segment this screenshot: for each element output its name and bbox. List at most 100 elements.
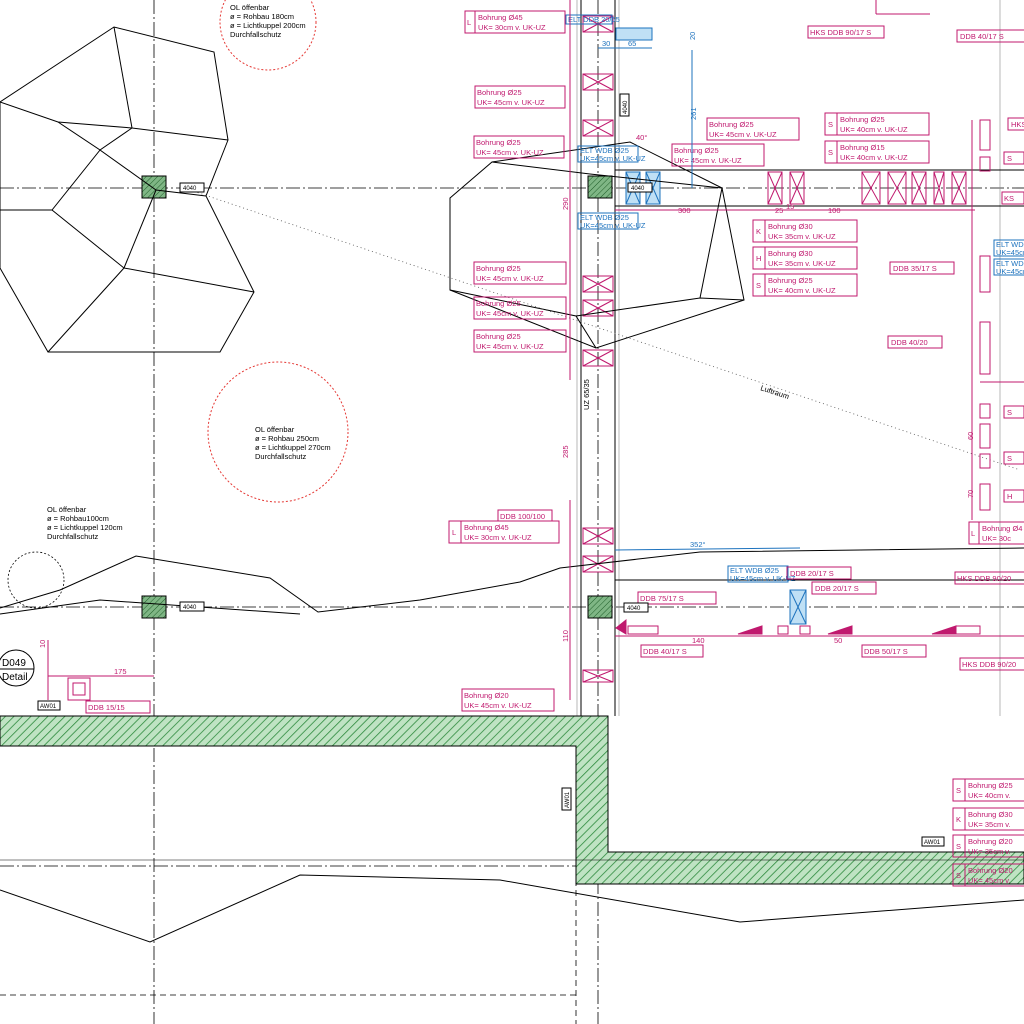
code-s: S xyxy=(1007,154,1012,163)
tag-line2: UK=45cm v. UK-UZ xyxy=(730,574,796,583)
blue-tag-b4[interactable]: ELT WDB Ø25 UK=45cm v. UK-UZ xyxy=(993,239,1024,257)
dim-15: 15 xyxy=(786,202,794,211)
ddb-label-4: DDB 35/17 S xyxy=(893,264,937,273)
tag-line2: UK= 35cm v. xyxy=(968,847,1011,856)
tag-t2[interactable]: Bohrung Ø25 UK= 45cm v. UK-UZ xyxy=(474,85,566,109)
marker-5: AW01 xyxy=(40,704,57,710)
tag-line2: UK= 45cm v. UK-UZ xyxy=(476,274,544,283)
ddb-label-7: DDB 20/17 S xyxy=(790,569,834,578)
dim-30: 30 xyxy=(602,39,610,48)
marker-1: 4040 xyxy=(183,186,197,192)
marker-7: AW01 xyxy=(565,791,571,808)
tag-t16[interactable]: L Bohrung Ø4 UK= 30c xyxy=(968,521,1024,545)
tag-code: L xyxy=(467,18,471,27)
ddb-label-13: HKS DDB 90/20 xyxy=(962,660,1016,669)
tag-t5[interactable]: Bohrung Ø25 UK= 45cm v. UK-UZ xyxy=(671,143,765,167)
tag-t9[interactable]: S Bohrung Ø25 UK= 40cm v. UK-UZ xyxy=(824,112,930,136)
dim-100: 100 xyxy=(828,206,841,215)
tag-line1: ELT WDB xyxy=(996,259,1024,268)
tag-code: S xyxy=(956,842,961,851)
tag-line2: UK= 40cm v. UK-UZ xyxy=(768,286,836,295)
ddb-label-6: DDB 100/100 xyxy=(500,512,545,521)
detail-marker[interactable]: D049 Detail xyxy=(0,649,35,687)
ddb-label-2: HKS DDB 90/17 S xyxy=(810,28,871,37)
note-mid-l2: ø = Rohbau 250cm xyxy=(255,434,319,443)
tag-t4[interactable]: Bohrung Ø25 UK= 45cm v. UK-UZ xyxy=(706,117,800,141)
note-left: OL öffenbar ø = Rohbau100cm ø = Lichtkup… xyxy=(47,505,123,541)
note-left-l2: ø = Rohbau100cm xyxy=(47,514,109,523)
note-top: OL öffenbar ø = Rohbau 180cm ø = Lichtku… xyxy=(230,3,306,39)
ddb-label-15: UZ 65/35 xyxy=(582,379,591,410)
dimension-texts: 30 65 20 261 40° 300 352° 25 15 100 50 1… xyxy=(38,32,975,676)
tag-line2: UK= 35cm v. UK-UZ xyxy=(768,259,836,268)
tag-t13[interactable]: S Bohrung Ø25 UK= 40cm v. UK-UZ xyxy=(752,273,858,297)
tag-t7[interactable]: Bohrung Ø25 UK= 45cm v. UK-UZ xyxy=(473,296,567,320)
blue-tag-b2[interactable]: ELT WDB Ø25 UK=45cm v. UK-UZ xyxy=(577,212,646,230)
tag-t17[interactable]: S Bohrung Ø25 UK= 40cm v. xyxy=(952,778,1024,802)
dim-40: 40° xyxy=(636,133,647,142)
marker-8: 4040 xyxy=(623,100,629,114)
ddb-label-3: DDB 40/17 S xyxy=(960,32,1004,41)
tag-line2: UK= 45cm v. UK-UZ xyxy=(476,148,544,157)
tag-t11[interactable]: K Bohrung Ø30 UK= 35cm v. UK-UZ xyxy=(752,219,858,243)
tag-line2: UK= 45cm v. UK-UZ xyxy=(674,156,742,165)
tag-line1: Bohrung Ø25 xyxy=(476,299,521,308)
tag-line1: Bohrung Ø15 xyxy=(840,143,885,152)
detail-label: Detail xyxy=(2,672,28,683)
dimension-lines xyxy=(48,0,1024,700)
tag-line2: UK= 40cm v. xyxy=(968,791,1011,800)
ddb-label-8: DDB 20/17 S xyxy=(815,584,859,593)
note-mid-l4: Durchfallschutz xyxy=(255,452,307,461)
tag-line1: Bohrung Ø25 xyxy=(476,264,521,273)
blue-tag-b3[interactable]: ELT WDB Ø25 UK=45cm v. UK-UZ xyxy=(727,565,796,583)
tag-line1: Bohrung Ø30 xyxy=(968,810,1013,819)
tag-line2: UK=45cm v. UK-UZ xyxy=(580,221,646,230)
tag-t19[interactable]: S Bohrung Ø20 UK= 35cm v. xyxy=(952,834,1024,858)
tag-code: S xyxy=(756,281,761,290)
hatched-walls xyxy=(0,175,1024,885)
note-top-l4: Durchfallschutz xyxy=(230,30,282,39)
marker-boxes: 4040 4040 4040 4040 AW01 AW01 AW01 4040 … xyxy=(37,93,1024,847)
dim-20: 20 xyxy=(688,32,697,40)
shaft-symbol xyxy=(67,677,91,701)
ddb-label-10: DDB 40/17 S xyxy=(643,647,687,656)
tag-t14[interactable]: L Bohrung Ø45 UK= 30cm v. UK-UZ xyxy=(448,520,560,544)
tag-line1: Bohrung Ø20 xyxy=(968,866,1013,875)
tag-line2: UK= 45cm v. UK-UZ xyxy=(476,342,544,351)
marker-6: AW01 xyxy=(924,840,941,846)
note-left-l3: ø = Lichtkuppel 120cm xyxy=(47,523,123,532)
tag-t20[interactable]: S Bohrung Ø20 UK= 45cm v. xyxy=(952,863,1024,887)
tag-line2: UK= 30cm v. UK-UZ xyxy=(464,533,532,542)
floor-drain-symbols xyxy=(615,618,981,635)
note-mid-l3: ø = Lichtkuppel 270cm xyxy=(255,443,331,452)
dim-10: 10 xyxy=(38,640,47,648)
dim-25: 25 xyxy=(775,206,783,215)
dim-300: 300 xyxy=(678,206,691,215)
tag-line1: Bohrung Ø25 xyxy=(476,332,521,341)
tag-code: S xyxy=(956,871,961,880)
blue-tag-b5[interactable]: ELT WDB UK=45cm xyxy=(993,258,1024,276)
tag-t6[interactable]: Bohrung Ø25 UK= 45cm v. UK-UZ xyxy=(473,261,567,285)
tag-line1: Bohrung Ø25 xyxy=(968,781,1013,790)
tag-code: L xyxy=(971,529,975,538)
tag-code: L xyxy=(452,528,456,537)
dim-352: 352° xyxy=(690,540,706,549)
code-h: H xyxy=(1007,492,1012,501)
tag-t12[interactable]: H Bohrung Ø30 UK= 35cm v. UK-UZ xyxy=(752,246,858,270)
tag-t18[interactable]: K Bohrung Ø30 UK= 35cm v. xyxy=(952,807,1024,831)
code-s2: S xyxy=(1007,408,1012,417)
luftraum-line xyxy=(189,189,1021,471)
tag-t1[interactable]: L Bohrung Ø45 UK= 30cm v. UK-UZ xyxy=(464,10,566,34)
tag-line2: UK= 45cm v. UK-UZ xyxy=(709,130,777,139)
note-top-l1: OL öffenbar xyxy=(230,3,270,12)
tag-t15[interactable]: Bohrung Ø20 UK= 45cm v. UK-UZ xyxy=(461,688,555,712)
tag-line1: ELT WDB Ø25 xyxy=(580,213,629,222)
tag-t8[interactable]: Bohrung Ø25 UK= 45cm v. UK-UZ xyxy=(473,329,567,353)
tag-line1: Bohrung Ø25 xyxy=(768,276,813,285)
tag-t10[interactable]: S Bohrung Ø15 UK= 40cm v. UK-UZ xyxy=(824,140,930,164)
tag-line2: UK= 45cm v. xyxy=(968,876,1011,885)
tag-line2: UK=45cm xyxy=(996,267,1024,276)
blue-tag-b1[interactable]: ELT WDB Ø25 UK=45cm v. UK-UZ xyxy=(577,145,646,163)
tag-t3[interactable]: Bohrung Ø25 UK= 45cm v. UK-UZ xyxy=(473,135,565,159)
